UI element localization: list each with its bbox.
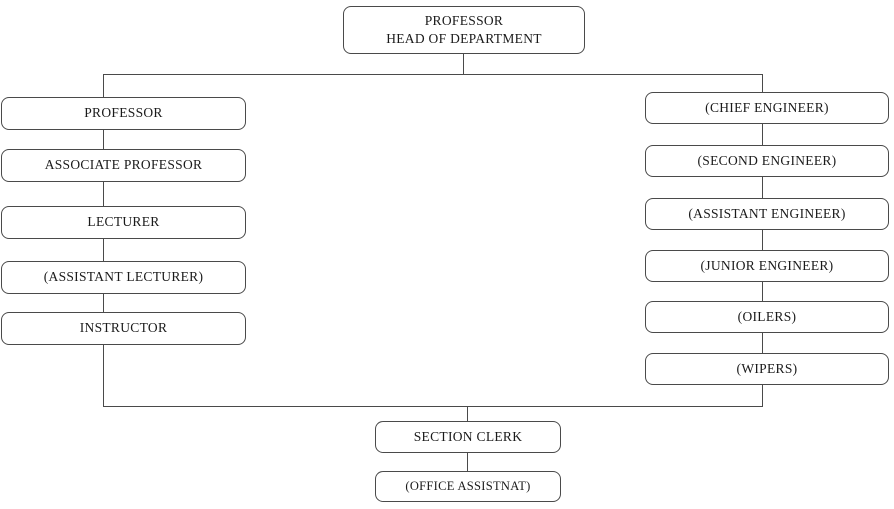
node-lecturer: LECTURER [1,206,246,239]
node-chief-engineer: (CHIEF ENGINEER) [645,92,889,124]
connector-left-3-4 [103,239,104,261]
node-junior-engineer: (JUNIOR ENGINEER) [645,250,889,282]
node-professor: PROFESSOR [1,97,246,130]
connector-left-2-3 [103,182,104,206]
connector-left-4-5 [103,294,104,312]
connector-right-1-2 [762,124,763,145]
connector-right-drop [762,74,763,92]
node-assistant-lecturer: (ASSISTANT LECTURER) [1,261,246,294]
node-oilers: (OILERS) [645,301,889,333]
node-second-engineer: (SECOND ENGINEER) [645,145,889,177]
connector-clerk-drop [467,406,468,421]
connector-left-drop [103,74,104,97]
node-section-clerk: SECTION CLERK [375,421,561,453]
node-associate-professor: ASSOCIATE PROFESSOR [1,149,246,182]
root-label-line1: PROFESSOR [424,12,504,28]
connector-right-bottom [762,385,763,406]
connector-right-2-3 [762,177,763,198]
connector-clerk-office [467,453,468,471]
node-assistant-engineer: (ASSISTANT ENGINEER) [645,198,889,230]
root-label-line2: HEAD OF DEPARTMENT [386,31,542,46]
connector-left-1-2 [103,130,104,149]
connector-right-4-5 [762,282,763,301]
connector-bottom-span [103,406,763,407]
connector-right-5-6 [762,333,763,353]
node-professor-head-of-department: PROFESSOR HEAD OF DEPARTMENT [343,6,585,54]
node-office-assistant: (OFFICE ASSISTNAT) [375,471,561,502]
connector-right-3-4 [762,230,763,250]
connector-root-drop [463,54,464,74]
node-wipers: (WIPERS) [645,353,889,385]
connector-top-span [103,74,763,75]
node-instructor: INSTRUCTOR [1,312,246,345]
connector-left-bottom [103,345,104,406]
